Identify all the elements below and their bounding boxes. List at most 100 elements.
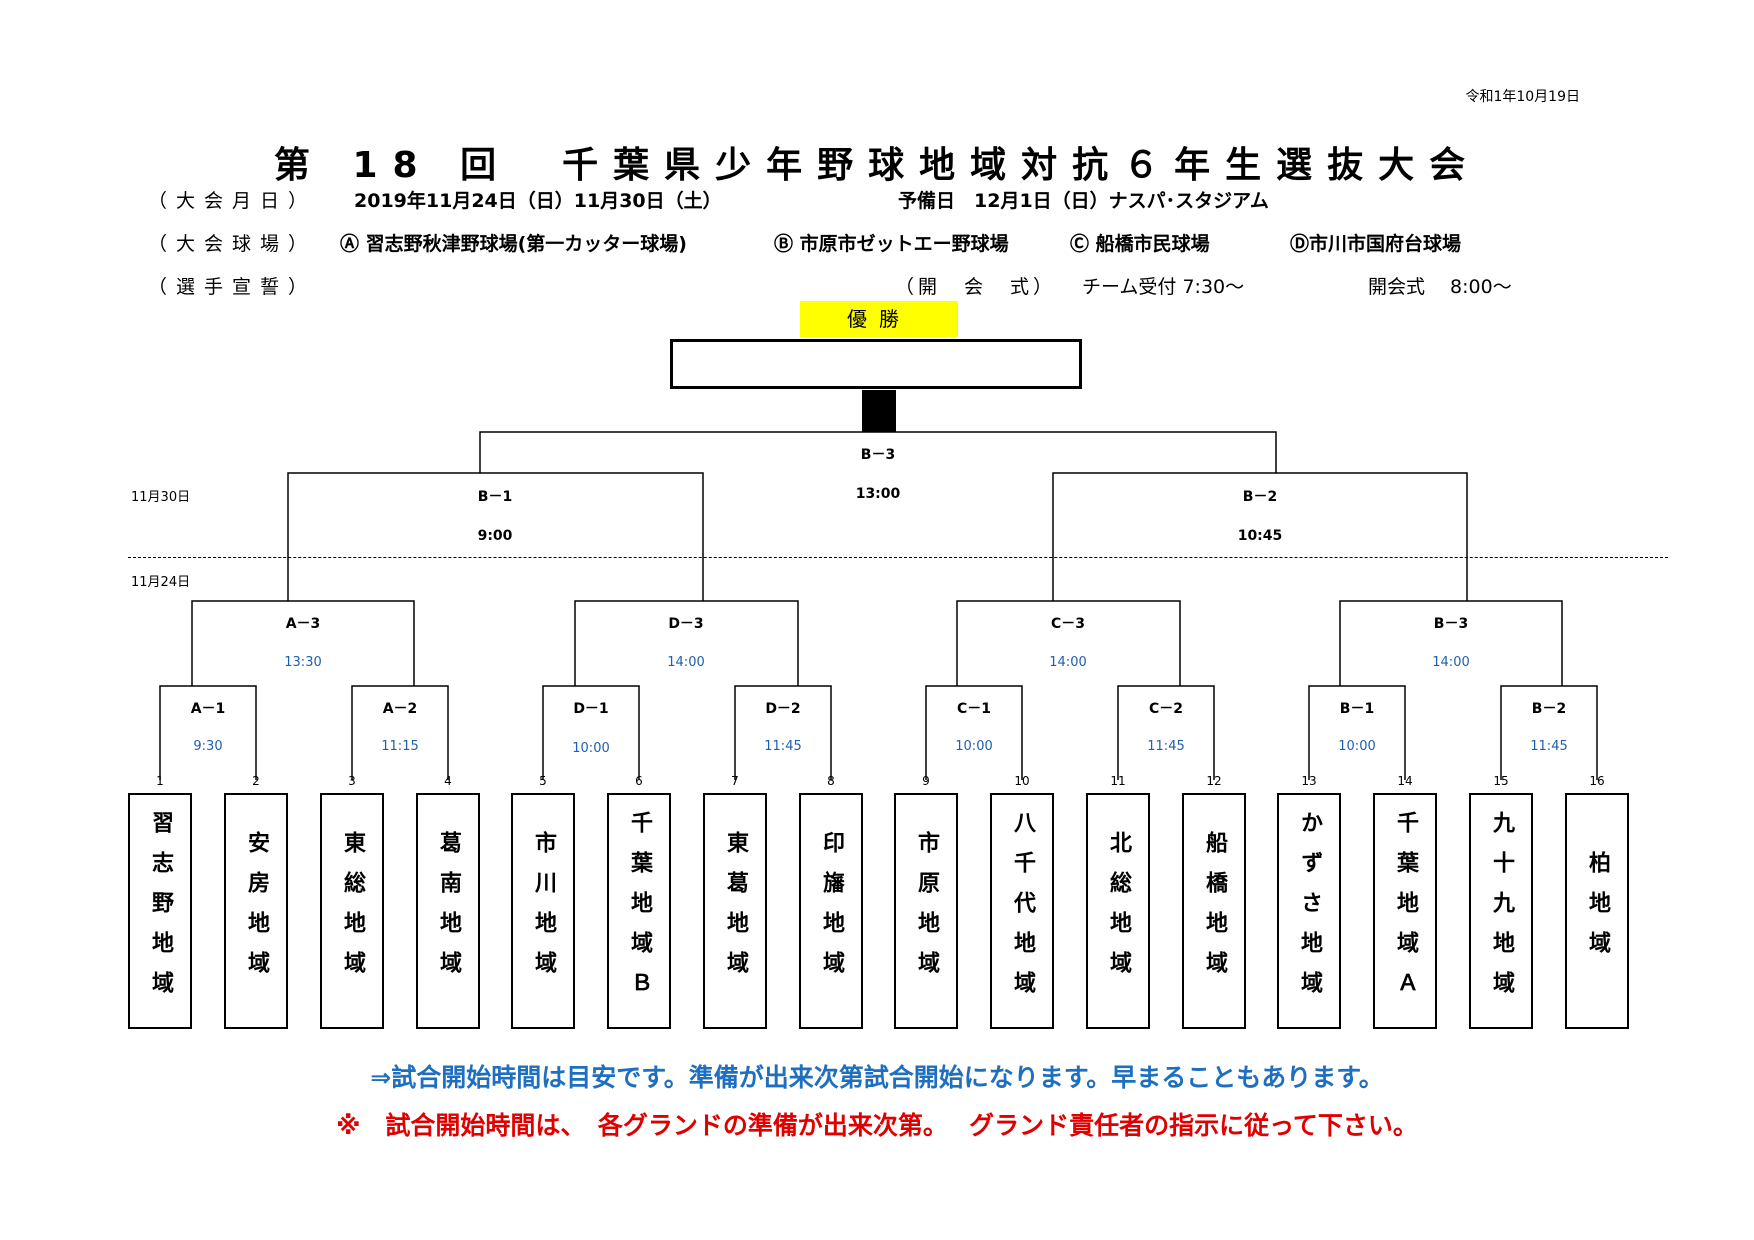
venue-b: Ⓑ 市原市ゼットエー野球場 [774,233,1009,255]
venue-a: Ⓐ 習志野秋津野球場(第一カッター球場) [340,233,687,255]
match-time-d3: 14:00 [667,655,705,670]
team-name: 安房地域 [244,831,269,991]
bracket-line-a1 [159,685,257,780]
match-time-bb1: 10:00 [1338,739,1376,754]
bracket-line-c3 [956,600,1181,686]
team-name: 千葉地域Ｂ [627,811,652,1011]
match-time-b1: 9:00 [477,528,513,544]
team-box: 市川地域 [511,793,575,1029]
match-time-d1: 10:00 [572,741,610,756]
team-box: 北総地域 [1086,793,1150,1029]
team-box: 九十九地域 [1469,793,1533,1029]
match-label-b1: B－1 [477,489,513,505]
seed-number: 10 [1014,774,1030,788]
team-box: 習志野地域 [128,793,192,1029]
match-label-a2: A－2 [382,701,418,717]
note-start-time: ⇒試合開始時間は目安です。準備が出来次第試合開始になります。早まることもあります… [370,1063,1384,1092]
bracket-line-d2 [734,685,832,780]
team-box: 千葉地域Ｂ [607,793,671,1029]
opening-time: 開会式 8:00〜 [1368,276,1512,298]
note-ground-instructions: ※ 試合開始時間は、 各グランドの準備が出来次第。 グランド責任者の指示に従って… [336,1111,1418,1140]
match-time-a3: 13:30 [284,655,322,670]
seed-number: 6 [635,774,643,788]
bracket-line-c2 [1117,685,1215,780]
match-label-a3: A－3 [285,616,321,632]
page-title: 第 18 回 千葉県少年野球地域対抗６年生選抜大会 [273,145,1481,186]
team-box: 市原地域 [894,793,958,1029]
bracket-line-a2 [351,685,449,780]
team-name: 船橋地域 [1202,831,1227,991]
team-box: 八千代地域 [990,793,1054,1029]
oath-label: （選手宣誓） [148,276,317,298]
seed-number: 16 [1589,774,1605,788]
seed-number: 14 [1397,774,1413,788]
team-name: 習志野地域 [148,811,173,1011]
match-time-d2: 11:45 [764,739,802,754]
document-date: 令和1年10月19日 [1465,89,1580,105]
bracket-line-bb2 [1500,685,1598,780]
team-box: 柏地域 [1565,793,1629,1029]
bracket-line-d3 [574,600,799,686]
venue-d: Ⓓ市川市国府台球場 [1290,233,1462,255]
team-name: 市川地域 [531,831,556,991]
match-time-bb2: 11:45 [1530,739,1568,754]
seed-number: 3 [348,774,356,788]
bracket-line-final [479,431,1277,473]
team-box: 葛南地域 [416,793,480,1029]
team-box: 安房地域 [224,793,288,1029]
bracket-line-bb1 [1308,685,1406,780]
match-time-c3: 14:00 [1049,655,1087,670]
reserve-date: 予備日 12月1日（日）ナスパ･スタジアム [898,190,1269,212]
team-box: 印旛地域 [799,793,863,1029]
team-box: 東総地域 [320,793,384,1029]
day-label-first: 11月24日 [131,575,191,590]
venue-c: Ⓒ 船橋市民球場 [1070,233,1210,255]
match-label-d1: D－1 [573,701,609,717]
team-name: かずさ地域 [1297,811,1322,1011]
match-time-a2: 11:15 [381,739,419,754]
team-name: 市原地域 [914,831,939,991]
match-label-d2: D－2 [765,701,801,717]
seed-number: 11 [1110,774,1126,788]
team-box: かずさ地域 [1277,793,1341,1029]
team-box: 千葉地域Ａ [1373,793,1437,1029]
bracket-line-b1 [287,472,704,601]
winner-label: 優勝 [800,301,958,337]
bracket-line-a3 [191,600,415,686]
team-name: 葛南地域 [436,831,461,991]
match-label-bb2: B－2 [1531,701,1567,717]
seed-number: 12 [1206,774,1222,788]
seed-number: 7 [731,774,739,788]
bracket-line-c1 [925,685,1023,780]
venue-label: （大会球場） [148,233,317,255]
bracket-line-d1 [542,685,640,780]
seed-number: 13 [1301,774,1317,788]
day-separator [128,557,1668,558]
seed-number: 5 [539,774,547,788]
match-label-c3: C－3 [1050,616,1085,632]
match-label-b2: B－2 [1242,489,1278,505]
match-time-final: 13:00 [855,486,901,502]
match-label-c1: C－1 [956,701,991,717]
match-time-c1: 10:00 [955,739,993,754]
match-label-bb3: B－3 [1433,616,1469,632]
bracket-line-bb3 [1339,600,1563,686]
seed-number: 15 [1493,774,1509,788]
match-label-c2: C－2 [1148,701,1183,717]
team-name: 柏地域 [1585,851,1610,971]
team-box: 船橋地域 [1182,793,1246,1029]
team-box: 東葛地域 [703,793,767,1029]
match-label-a1: A－1 [190,701,226,717]
team-name: 九十九地域 [1489,811,1514,1011]
team-name: 八千代地域 [1010,811,1035,1011]
reception-time: チーム受付 7:30〜 [1082,276,1245,298]
seed-number: 9 [922,774,930,788]
match-label-d3: D－3 [668,616,704,632]
team-name: 千葉地域Ａ [1393,811,1418,1011]
seed-number: 2 [252,774,260,788]
team-name: 印旛地域 [819,831,844,991]
team-name: 北総地域 [1106,831,1131,991]
bracket-line-b2 [1052,472,1468,601]
match-time-b2: 10:45 [1237,528,1283,544]
